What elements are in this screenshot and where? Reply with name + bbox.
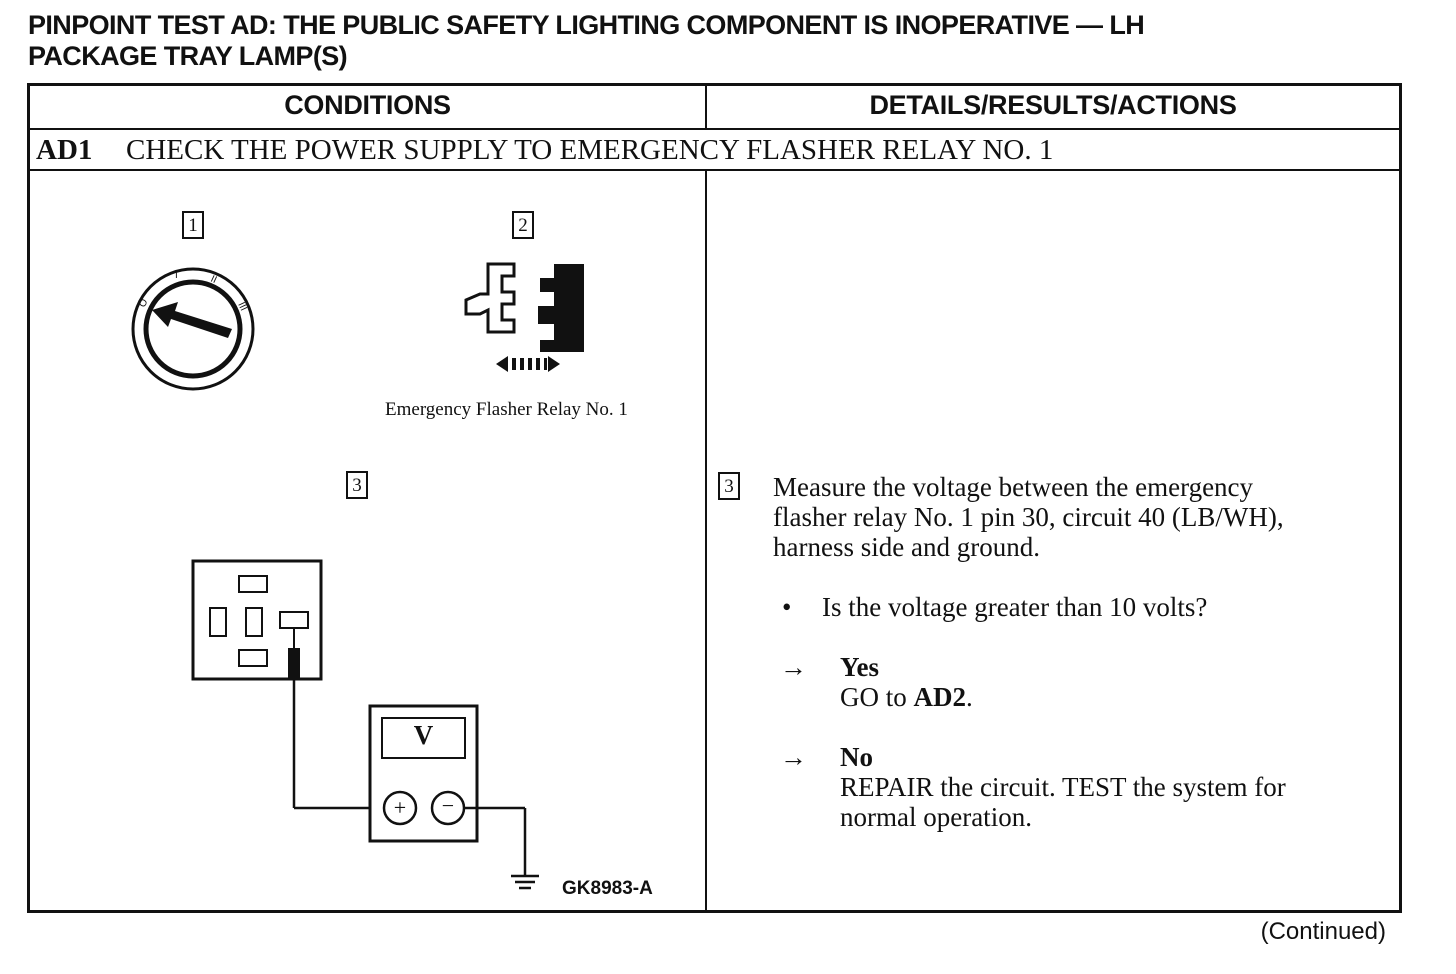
- instruction-line-1: Measure the voltage between the emergenc…: [773, 472, 1254, 502]
- title-line-1: PINPOINT TEST AD: THE PUBLIC SAFETY LIGH…: [28, 10, 1145, 40]
- meter-plus-terminal: +: [393, 795, 407, 820]
- voltmeter-circuit-diagram: [191, 559, 539, 890]
- header-rule: [30, 128, 1399, 130]
- title-line-2: PACKAGE TRAY LAMP(S): [28, 41, 348, 71]
- yes-branch: Yes GO to AD2.: [840, 652, 973, 712]
- svg-text:II: II: [209, 274, 219, 286]
- figure-id: GK8983-A: [562, 878, 653, 899]
- no-branch: No REPAIR the circuit. TEST the system f…: [840, 742, 1286, 832]
- page-title: PINPOINT TEST AD: THE PUBLIC SAFETY LIGH…: [28, 10, 1428, 72]
- instruction-line-3: harness side and ground.: [773, 532, 1040, 562]
- step-row: AD1 CHECK THE POWER SUPPLY TO EMERGENCY F…: [36, 134, 1053, 167]
- step-rule: [30, 169, 1399, 171]
- yes-action-prefix: GO to: [840, 682, 914, 712]
- yes-label: Yes: [840, 652, 879, 682]
- column-divider: [705, 170, 707, 912]
- pinpoint-test-table: CONDITIONS DETAILS/RESULTS/ACTIONS AD1 CH…: [27, 83, 1402, 913]
- no-arrow: →: [780, 742, 807, 772]
- svg-text:I: I: [175, 270, 178, 281]
- details-header: DETAILS/RESULTS/ACTIONS: [869, 90, 1237, 120]
- callout-1: 1: [182, 211, 204, 239]
- relay-caption: Emergency Flasher Relay No. 1: [385, 399, 628, 420]
- meter-display-label: V: [413, 720, 434, 750]
- no-action-line-2: normal operation.: [840, 802, 1032, 832]
- details-callout-3: 3: [718, 472, 740, 500]
- step-title: CHECK THE POWER SUPPLY TO EMERGENCY FLAS…: [126, 134, 1054, 166]
- relay-disconnect-icon: [464, 262, 584, 372]
- ignition-switch-icon: O I II III: [131, 267, 255, 391]
- header-divider: [705, 86, 707, 129]
- instruction-line-2: flasher relay No. 1 pin 30, circuit 40 (…: [773, 502, 1284, 532]
- callout-3: 3: [346, 471, 368, 499]
- instruction-text: Measure the voltage between the emergenc…: [773, 472, 1393, 562]
- yes-action: GO to AD2.: [840, 682, 973, 712]
- conditions-header: CONDITIONS: [284, 90, 451, 120]
- meter-minus-terminal: −: [441, 793, 455, 818]
- no-action-line-1: REPAIR the circuit. TEST the system for: [840, 772, 1286, 802]
- bullet: •: [782, 592, 792, 622]
- step-id: AD1: [36, 134, 93, 166]
- callout-2: 2: [512, 211, 534, 239]
- no-label: No: [840, 742, 873, 772]
- yes-action-suffix: .: [966, 682, 973, 712]
- continued-note: (Continued): [1260, 918, 1386, 945]
- question-text: Is the voltage greater than 10 volts?: [822, 592, 1208, 622]
- yes-arrow: →: [780, 652, 807, 682]
- yes-action-target[interactable]: AD2: [913, 682, 967, 712]
